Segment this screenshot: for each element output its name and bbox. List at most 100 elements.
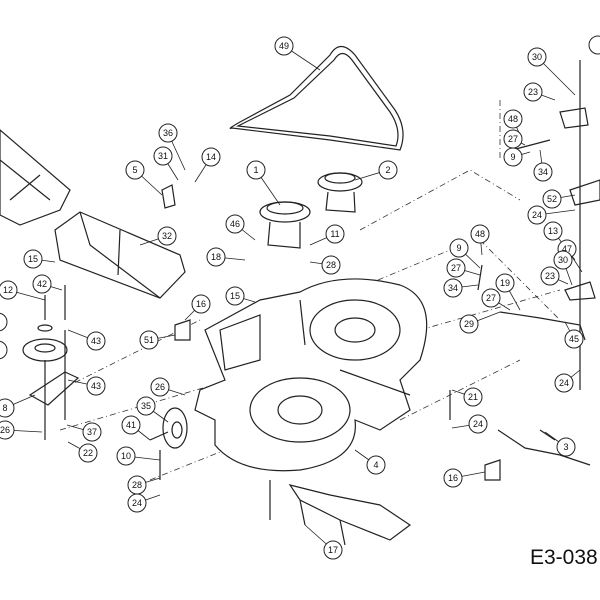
gauge-wheel [162, 407, 188, 449]
callout-bubble [554, 373, 574, 393]
callout-number: 5 [132, 165, 137, 175]
callout-4: 4 [354, 449, 386, 475]
callout-number: 30 [558, 255, 568, 265]
callout-bubble [468, 414, 488, 434]
callout-45: 45 [564, 321, 584, 349]
callout-number: 51 [144, 335, 154, 345]
callout-26: 26 [150, 377, 186, 397]
callout-number: 14 [206, 152, 216, 162]
bracket [161, 184, 176, 209]
callout-3: 3 [544, 431, 576, 457]
callout-number: 48 [475, 229, 485, 239]
callout-number: 11 [330, 229, 339, 239]
callout-bubble [150, 377, 170, 397]
callout-bubble [470, 224, 490, 244]
callout-41: 41 [121, 415, 151, 441]
callout-bubble [116, 446, 136, 466]
deck-housing-right [309, 299, 401, 361]
callout-bubble [125, 160, 145, 180]
callout-number: 28 [132, 480, 142, 490]
drive-belt-inner-edge [235, 52, 399, 147]
callout-number: 48 [508, 114, 518, 124]
callout-number: 12 [3, 285, 13, 295]
mower-blade [288, 484, 412, 541]
callout-bubble [191, 294, 211, 314]
callout-number: 2 [385, 165, 390, 175]
callout-31: 31 [153, 146, 179, 181]
callout-number: 52 [547, 194, 557, 204]
callout-28: 28 [309, 255, 341, 275]
callout-number: 18 [211, 252, 221, 262]
callout-number: 47 [562, 244, 572, 254]
callout-bubble [78, 443, 98, 463]
callout-bubble [127, 493, 147, 513]
spindle-opening [277, 395, 323, 425]
callout-46: 46 [225, 214, 256, 241]
callout-bubble [503, 109, 523, 129]
callout-51: 51 [139, 330, 176, 350]
callout-bubble [378, 160, 398, 180]
drawing-code: E3-038 [530, 546, 598, 569]
gauge-wheel-hub [171, 421, 183, 439]
callout-23: 23 [523, 82, 556, 102]
callout-number: 36 [163, 128, 173, 138]
callout-bubble [153, 146, 173, 166]
callout-bubble [86, 376, 106, 396]
callout-number: 9 [510, 152, 515, 162]
bracket [484, 459, 501, 481]
callout-number: 46 [230, 219, 240, 229]
callout-21: 21 [451, 387, 483, 407]
callout-15: 15 [23, 249, 56, 269]
callout-11: 11 [309, 224, 345, 246]
callout-24: 24 [527, 205, 576, 225]
callout-bubble [139, 330, 159, 350]
callout-bubble [588, 35, 600, 55]
callout-bubble [0, 340, 8, 360]
callout-15: 15 [225, 286, 256, 306]
callout-24: 24 [127, 493, 161, 513]
callout-number: 23 [528, 87, 538, 97]
callout-bubble [82, 422, 102, 442]
idler-pulley-hub [34, 343, 56, 353]
callout-number: 26 [155, 382, 165, 392]
callout-number: 15 [230, 291, 240, 301]
callout-number: 29 [464, 319, 474, 329]
callout-number: 32 [162, 231, 172, 241]
callout-number: 27 [508, 134, 518, 144]
callout-number: 27 [451, 263, 461, 273]
callout-number: 13 [548, 226, 558, 236]
callout-9: 9 [449, 238, 481, 269]
callout-48: 48 [470, 224, 490, 256]
callout-number: 24 [132, 498, 142, 508]
callout-bubble [321, 255, 341, 275]
callout-bubble [523, 82, 543, 102]
callout-bubble [481, 288, 501, 308]
callout-number: 43 [91, 381, 101, 391]
callout-number: 49 [279, 41, 289, 51]
callout-number: 42 [37, 279, 47, 289]
discharge-chute-detail [0, 159, 51, 201]
callout-number: 30 [532, 52, 542, 62]
callout-bubble [527, 205, 547, 225]
callout-bubble [23, 249, 43, 269]
callout-27: 27 [481, 288, 511, 311]
callout-bubble [225, 286, 245, 306]
callout-number: 43 [91, 336, 101, 346]
deck-housing-left [249, 377, 351, 443]
bracket [569, 179, 600, 206]
callout-16: 16 [184, 294, 211, 321]
callout-1: 1 [246, 160, 281, 206]
callout-number: 45 [569, 334, 579, 344]
callout-number: 16 [448, 473, 458, 483]
callout-bubble [564, 329, 584, 349]
callout-bubble [157, 226, 177, 246]
callout-number: 26 [0, 425, 10, 435]
callout-bubble [443, 278, 463, 298]
callout-bubble [366, 455, 386, 475]
lift-rod [499, 311, 586, 341]
callout-43: 43 [67, 329, 106, 351]
callout-34: 34 [533, 149, 553, 182]
callout-number: 15 [28, 254, 38, 264]
callout-number: 31 [158, 151, 168, 161]
callout-number: 24 [473, 419, 483, 429]
